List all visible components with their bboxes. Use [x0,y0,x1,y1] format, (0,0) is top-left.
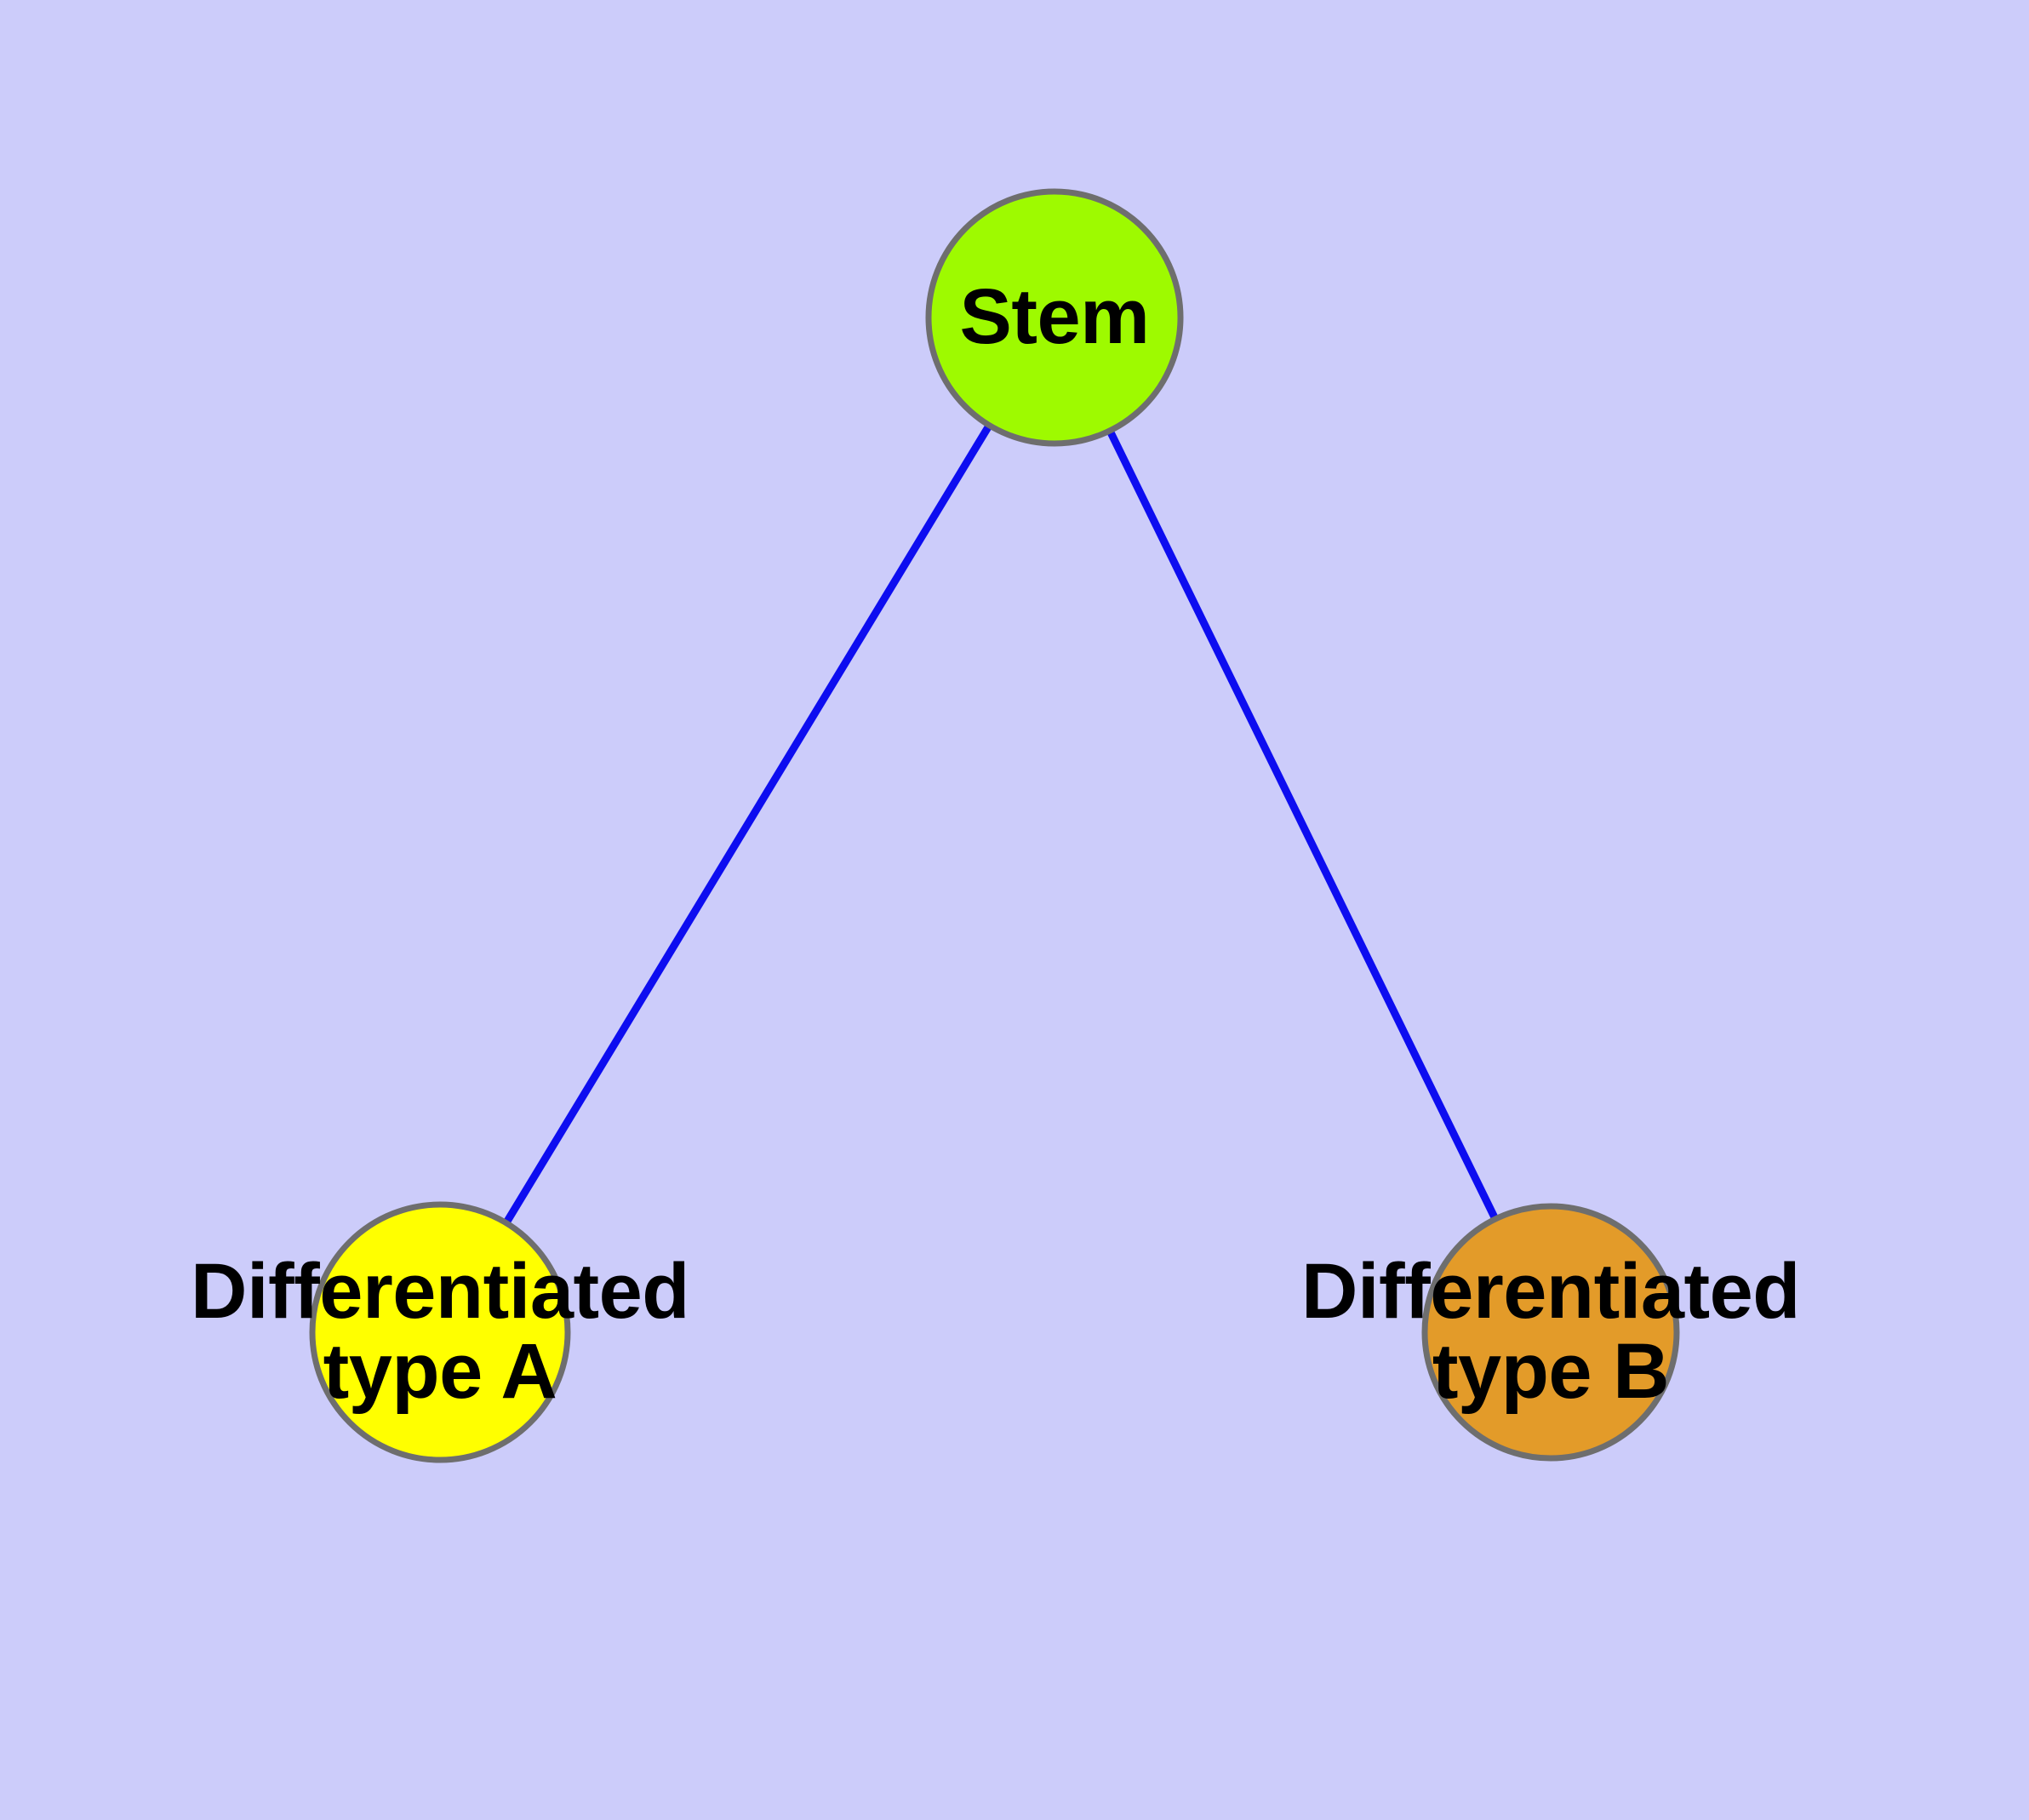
node-layer [309,188,1680,1463]
graph-node-stem[interactable] [925,188,1184,447]
graph-edge-stem-to-a[interactable] [437,315,1058,1335]
graph-node-diff_b[interactable] [1421,1203,1680,1462]
graph-node-diff_a[interactable] [309,1201,571,1463]
edge-layer [437,315,1555,1335]
graph-edge-stem-to-b[interactable] [1050,316,1555,1334]
